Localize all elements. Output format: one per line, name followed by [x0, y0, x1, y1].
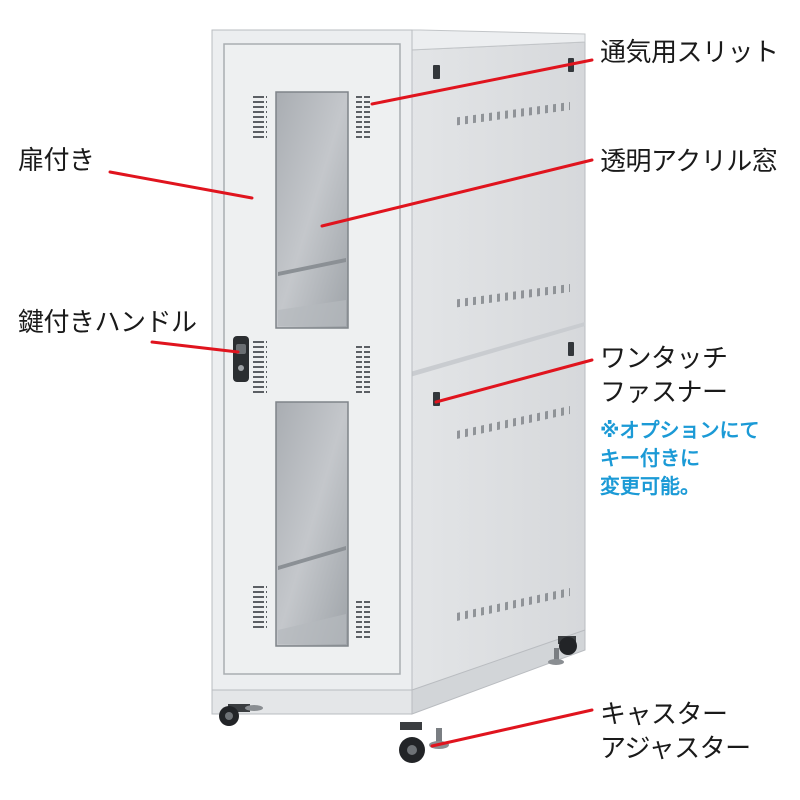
- upper-acrylic-window: [275, 91, 349, 329]
- casters: [219, 636, 577, 763]
- leader-line-acrylic-window: [320, 158, 594, 228]
- label-caster-line1: キャスター: [600, 700, 728, 730]
- label-vent-slit: 通気用スリット: [600, 38, 779, 68]
- label-caster-line2: アジャスター: [600, 734, 751, 764]
- label-fastener: ワンタッチ ファスナー: [600, 342, 728, 410]
- door-vent-slit: [356, 95, 370, 141]
- fastener-option-note: ※オプションにて キー付きに 変更可能。: [600, 416, 759, 500]
- label-fastener-line1: ワンタッチ: [600, 344, 728, 374]
- leader-line-vent-slit: [370, 58, 594, 106]
- leader-lines: [108, 58, 594, 748]
- door-vent-slit: [253, 95, 267, 141]
- note-line3: 変更可能。: [600, 474, 700, 498]
- leader-line-fastener: [434, 358, 594, 404]
- label-lock-handle: 鍵付きハンドル: [18, 308, 197, 338]
- lower-acrylic-window: [275, 401, 349, 647]
- label-door: 扉付き: [18, 146, 95, 176]
- leader-line-caster: [430, 708, 594, 748]
- leader-line-lock-handle: [150, 340, 240, 354]
- note-line1: ※オプションにて: [600, 418, 760, 442]
- lock-handle: [233, 336, 249, 382]
- front-door: [223, 43, 401, 675]
- note-line2: キー付きに: [600, 446, 700, 470]
- label-acrylic-window: 透明アクリル窓: [600, 147, 778, 177]
- label-caster-adjuster: キャスター アジャスター: [600, 698, 751, 766]
- leader-line-door: [108, 170, 254, 200]
- label-fastener-line2: ファスナー: [600, 378, 728, 408]
